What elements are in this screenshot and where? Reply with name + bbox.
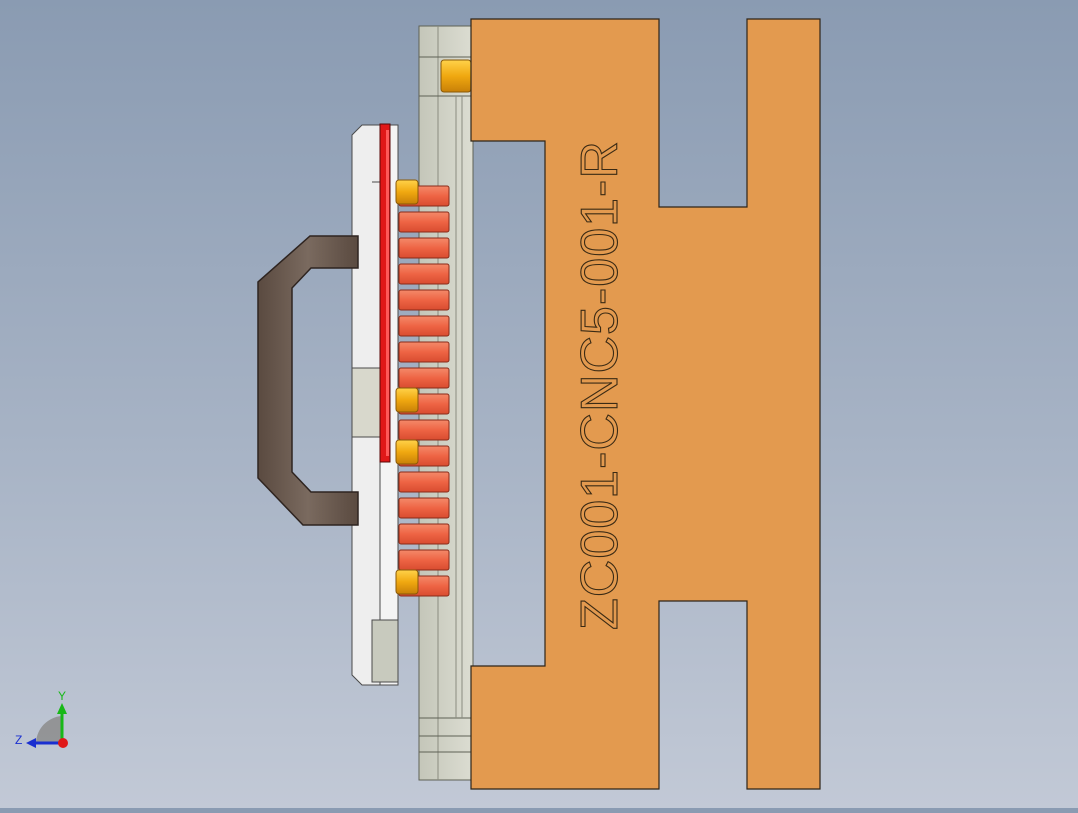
dowel-pin <box>440 59 472 93</box>
fixture-body <box>470 18 821 790</box>
screw-head <box>395 569 419 595</box>
screw-head <box>395 179 419 205</box>
y-axis-label: Y <box>58 689 66 703</box>
bolt <box>398 367 450 389</box>
bolt <box>398 471 450 493</box>
bolt <box>398 497 450 519</box>
x-axis-icon <box>58 738 68 748</box>
bolt-stack <box>395 179 450 597</box>
clamp-plate <box>351 124 399 686</box>
handle[interactable] <box>257 235 359 526</box>
axis-triad: Y Z <box>15 689 68 748</box>
red-frame <box>379 123 391 463</box>
bolt <box>398 549 450 571</box>
bolt <box>398 263 450 285</box>
z-axis-label: Z <box>15 733 22 747</box>
bolt <box>398 341 450 363</box>
bolt <box>398 419 450 441</box>
screw-head <box>395 387 419 413</box>
screw-head <box>395 439 419 465</box>
bolt <box>398 289 450 311</box>
bolt <box>398 211 450 233</box>
bolt <box>398 315 450 337</box>
bolt <box>398 523 450 545</box>
part-label: ZC001-CNC5-001-R <box>571 140 629 630</box>
bolt <box>398 237 450 259</box>
